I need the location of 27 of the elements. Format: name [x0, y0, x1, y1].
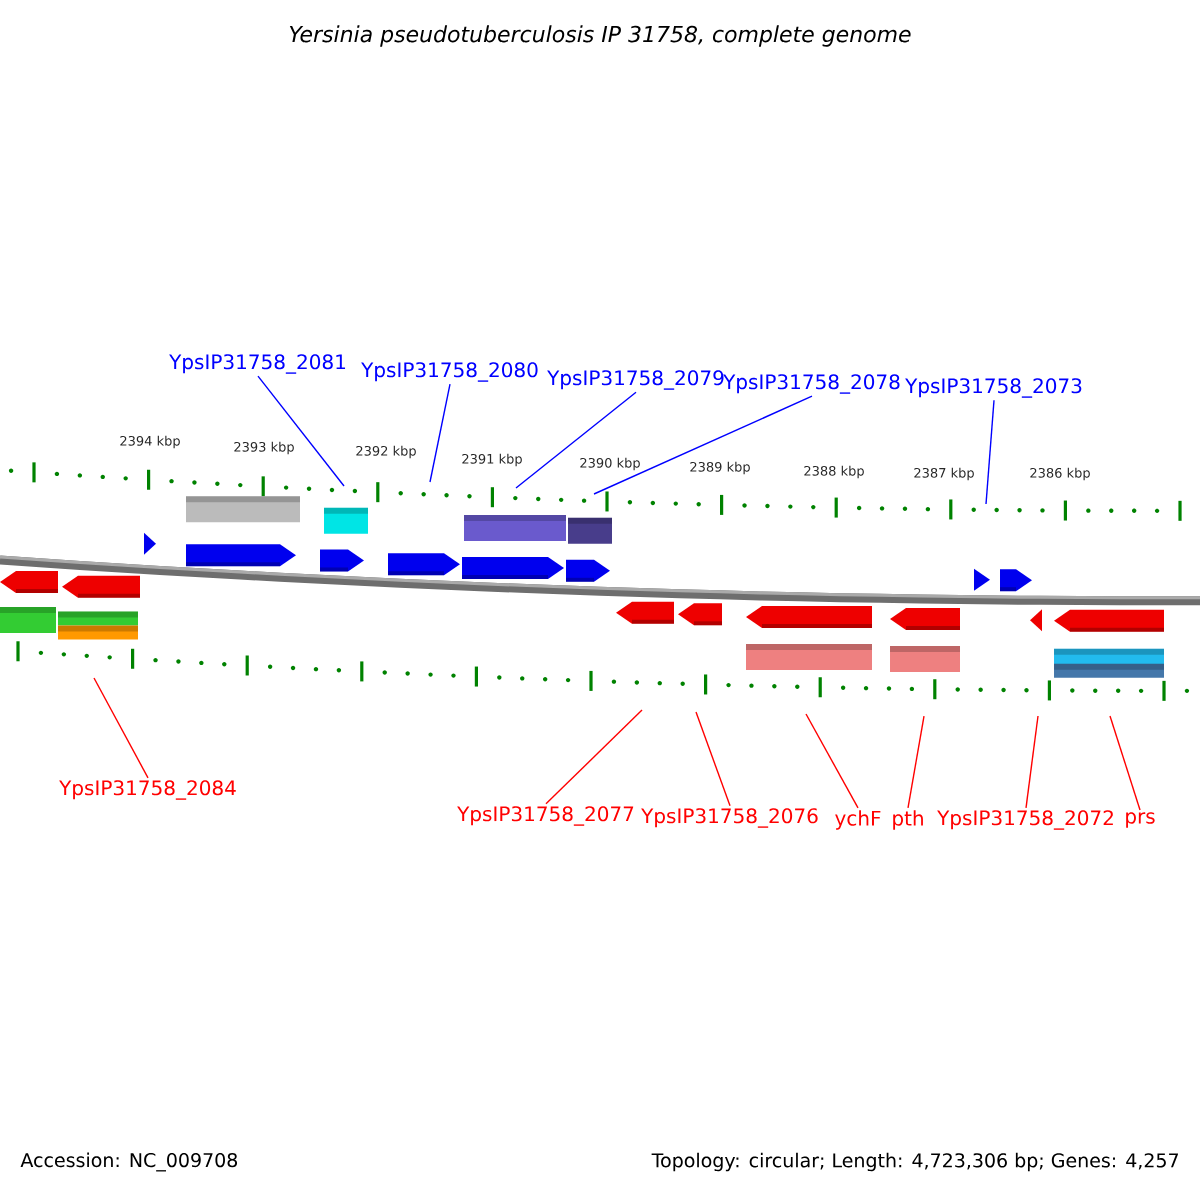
- gene-label: YpsIP31758_2084: [59, 780, 236, 800]
- gene-label: prs: [1126, 812, 1155, 828]
- gene-label: YpsIP31758_2080: [361, 362, 538, 382]
- leader-line: [93, 677, 149, 779]
- leader-line: [695, 711, 731, 807]
- gene-label: YpsIP31758_2078: [723, 374, 900, 394]
- gene-label: pth: [893, 810, 923, 830]
- gene-label: YpsIP31758_2079: [547, 370, 724, 390]
- footer-text: Topology: circular; Length: 4,723,306 bp; Genes: 4,257: [651, 1152, 1178, 1172]
- gene-label: YpsIP31758_2072: [937, 810, 1113, 830]
- gene-label: YpsIP31758_2081: [169, 354, 346, 374]
- title: Yersinia pseudotuberculosis IP 31758, complete genome: [289, 25, 911, 47]
- gene-label: ychF: [835, 810, 881, 830]
- leader-line: [985, 399, 995, 505]
- leader-line: [515, 391, 637, 489]
- gene-label: YpsIP31758_2076: [641, 808, 818, 828]
- leader-line: [429, 383, 451, 483]
- gene-label: YpsIP31758_2073: [905, 378, 1082, 398]
- footer-text: Accession: NC_009708: [20, 1152, 238, 1172]
- gene-label: YpsIP31758_2077: [457, 806, 634, 826]
- leader-line: [805, 713, 859, 809]
- leader-line: [593, 395, 813, 495]
- leader-line: [1025, 715, 1039, 809]
- leader-line: [1109, 715, 1141, 811]
- leader-line: [545, 709, 643, 805]
- leader-line: [907, 715, 925, 809]
- leader-line: [257, 375, 345, 487]
